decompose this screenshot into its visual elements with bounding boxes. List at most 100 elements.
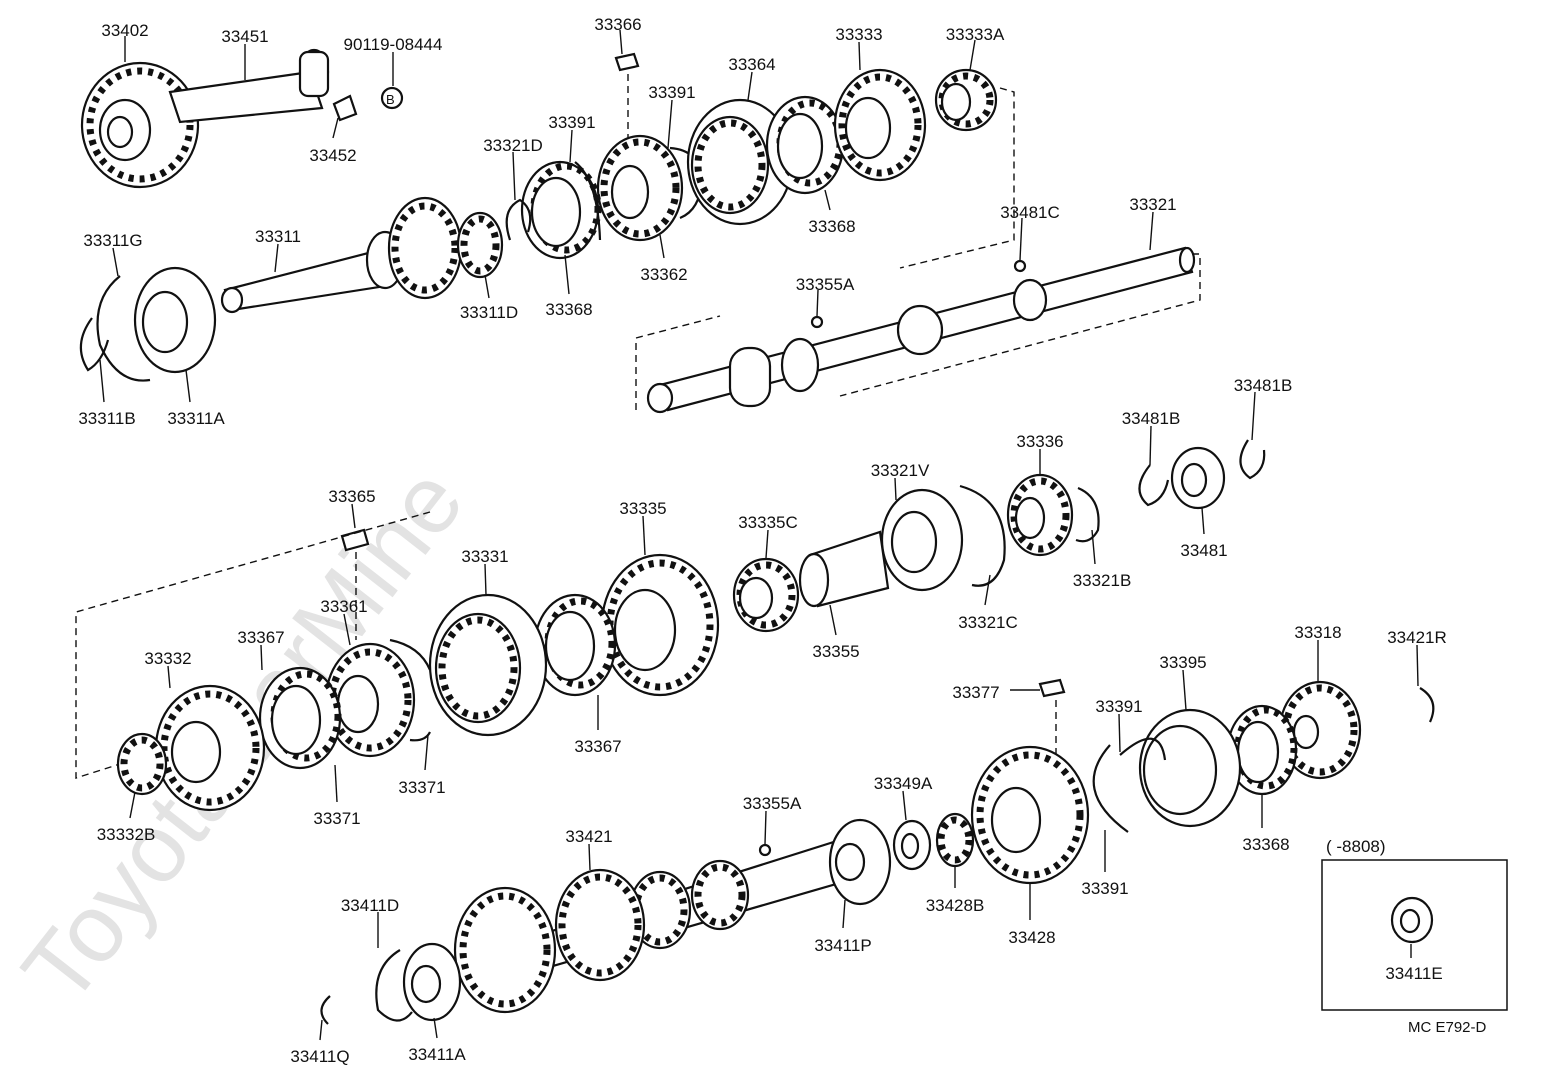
- part-33402-gear: [80, 61, 200, 189]
- part-label-33367: 33367: [237, 628, 284, 647]
- part-33311A-bearing: [133, 266, 217, 374]
- part-33311G-snap-ring: [96, 275, 151, 382]
- part-33321V-bearing: [880, 488, 964, 592]
- part-label-33402: 33402: [101, 21, 148, 40]
- part-label-33371: 33371: [313, 809, 360, 828]
- part-33355-sleeve: [798, 530, 890, 608]
- part-33318-gear: [1278, 680, 1362, 780]
- part-33481B-snap-ring: [1138, 464, 1170, 507]
- part-number-labels: 33402 33451 90119-08444 33452 33366 33391 3336…: [78, 15, 1446, 1066]
- part-33411Q-snap-ring: [320, 995, 331, 1025]
- part-label-33311: 33311: [255, 227, 301, 246]
- part-label-33333a: 33333A: [946, 25, 1005, 44]
- part-33481C-ball: [1013, 259, 1027, 273]
- part-33321B-snap-ring: [1075, 486, 1100, 543]
- part-33391-spring-3: [1119, 737, 1167, 761]
- part-label-33321c: 33321C: [958, 613, 1018, 632]
- part-label-33321: 33321: [1129, 195, 1176, 214]
- part-label-33452: 33452: [309, 146, 356, 165]
- part-label-33421r: 33421R: [1387, 628, 1447, 647]
- part-33421-cluster: [453, 818, 892, 1014]
- part-90119-ball: B: [380, 86, 404, 110]
- part-label-33391: 33391: [648, 83, 695, 102]
- part-33391-spring-2: [574, 161, 602, 241]
- part-33367-ring-2: [258, 666, 342, 770]
- part-label-33367: 33367: [574, 737, 621, 756]
- part-label-33391: 33391: [1095, 697, 1142, 716]
- part-label-33371: 33371: [398, 778, 445, 797]
- part-label-33362: 33362: [640, 265, 687, 284]
- part-label-33364: 33364: [728, 55, 775, 74]
- part-label-33336: 33336: [1016, 432, 1063, 451]
- part-33311B-snap-ring: [79, 317, 110, 372]
- part-label-33451: 33451: [221, 27, 268, 46]
- part-label-33321b: 33321B: [1073, 571, 1132, 590]
- part-33452-lock: [332, 94, 358, 122]
- part-label-33481b: 33481B: [1234, 376, 1293, 395]
- part-label-33428: 33428: [1008, 928, 1055, 947]
- part-label-33311a: 33311A: [167, 409, 225, 428]
- part-33411D-snap-ring: [375, 949, 413, 1022]
- part-33355A-ball-2: [758, 843, 772, 857]
- part-33362-hub: [596, 134, 684, 242]
- part-33336-gear: [1006, 473, 1074, 557]
- part-label-33481: 33481: [1180, 541, 1227, 560]
- part-33331-sleeve: [428, 593, 548, 737]
- part-33368-ring-3: [1226, 704, 1298, 796]
- part-label-33321d: 33321D: [483, 136, 543, 155]
- part-label-33311d: 33311D: [460, 303, 518, 322]
- part-33371-spring: [389, 638, 432, 671]
- figure-code: MC E792-D: [1408, 1019, 1487, 1036]
- part-33321D-ring: [505, 198, 532, 241]
- part-label-33333: 33333: [835, 25, 882, 44]
- part-label-33411d: 33411D: [341, 896, 399, 915]
- part-33321C-snap-ring: [959, 484, 1006, 587]
- part-label-33411e: 33411E: [1385, 964, 1442, 983]
- part-label-33421: 33421: [565, 827, 612, 846]
- part-label-33365: 33365: [328, 487, 375, 506]
- part-label-33349a: 33349A: [874, 774, 933, 793]
- note-range: ( -8808): [1326, 837, 1386, 856]
- part-label-33331: 33331: [461, 547, 508, 566]
- part-33355A-ball: [810, 315, 824, 329]
- part-label-33411a: 33411A: [408, 1045, 466, 1064]
- part-33421R-snap-ring: [1419, 687, 1435, 723]
- part-33367-ring: [533, 593, 617, 697]
- part-label-33377: 33377: [952, 683, 999, 702]
- part-label-33355a: 33355A: [743, 794, 802, 813]
- part-label-33481c: 33481C: [1000, 203, 1060, 222]
- part-label-33368: 33368: [1242, 835, 1289, 854]
- part-label-33411p: 33411P: [814, 936, 871, 955]
- part-33332-gear: [154, 684, 266, 812]
- part-33481-nut: [1170, 446, 1226, 510]
- part-label-33332b: 33332B: [97, 825, 156, 844]
- part-label-33411q: 33411Q: [290, 1047, 349, 1066]
- part-33371-spring-2: [409, 731, 431, 742]
- part-label-33311b: 33311B: [78, 409, 135, 428]
- part-label-33355: 33355: [812, 642, 859, 661]
- part-label-33395: 33395: [1159, 653, 1206, 672]
- part-33311D-bearing: [456, 211, 504, 279]
- part-label-33335: 33335: [619, 499, 666, 518]
- part-33395-sleeve: [1138, 708, 1242, 828]
- part-33411E-nut: [1390, 896, 1434, 944]
- part-label-33318: 33318: [1294, 623, 1341, 642]
- part-33333-gear: [833, 68, 927, 182]
- part-label-90119-08444: 90119-08444: [344, 35, 443, 54]
- svg-text:B: B: [386, 92, 395, 107]
- part-33332B-bearing: [116, 732, 168, 796]
- leader-lines: [99, 29, 1419, 1041]
- part-label-33391: 33391: [1081, 879, 1128, 898]
- part-label-33355a: 33355A: [796, 275, 855, 294]
- part-label-33391: 33391: [548, 113, 595, 132]
- part-33411A-bearing: [402, 942, 462, 1022]
- part-label-33481b: 33481B: [1122, 409, 1181, 428]
- part-label-33366: 33366: [594, 15, 641, 34]
- part-33481B-snap-ring-2: [1239, 439, 1266, 480]
- part-label-33311g: 33311G: [83, 231, 142, 250]
- part-label-33335c: 33335C: [738, 513, 798, 532]
- part-label-33368: 33368: [808, 217, 855, 236]
- part-33361-hub: [324, 642, 416, 758]
